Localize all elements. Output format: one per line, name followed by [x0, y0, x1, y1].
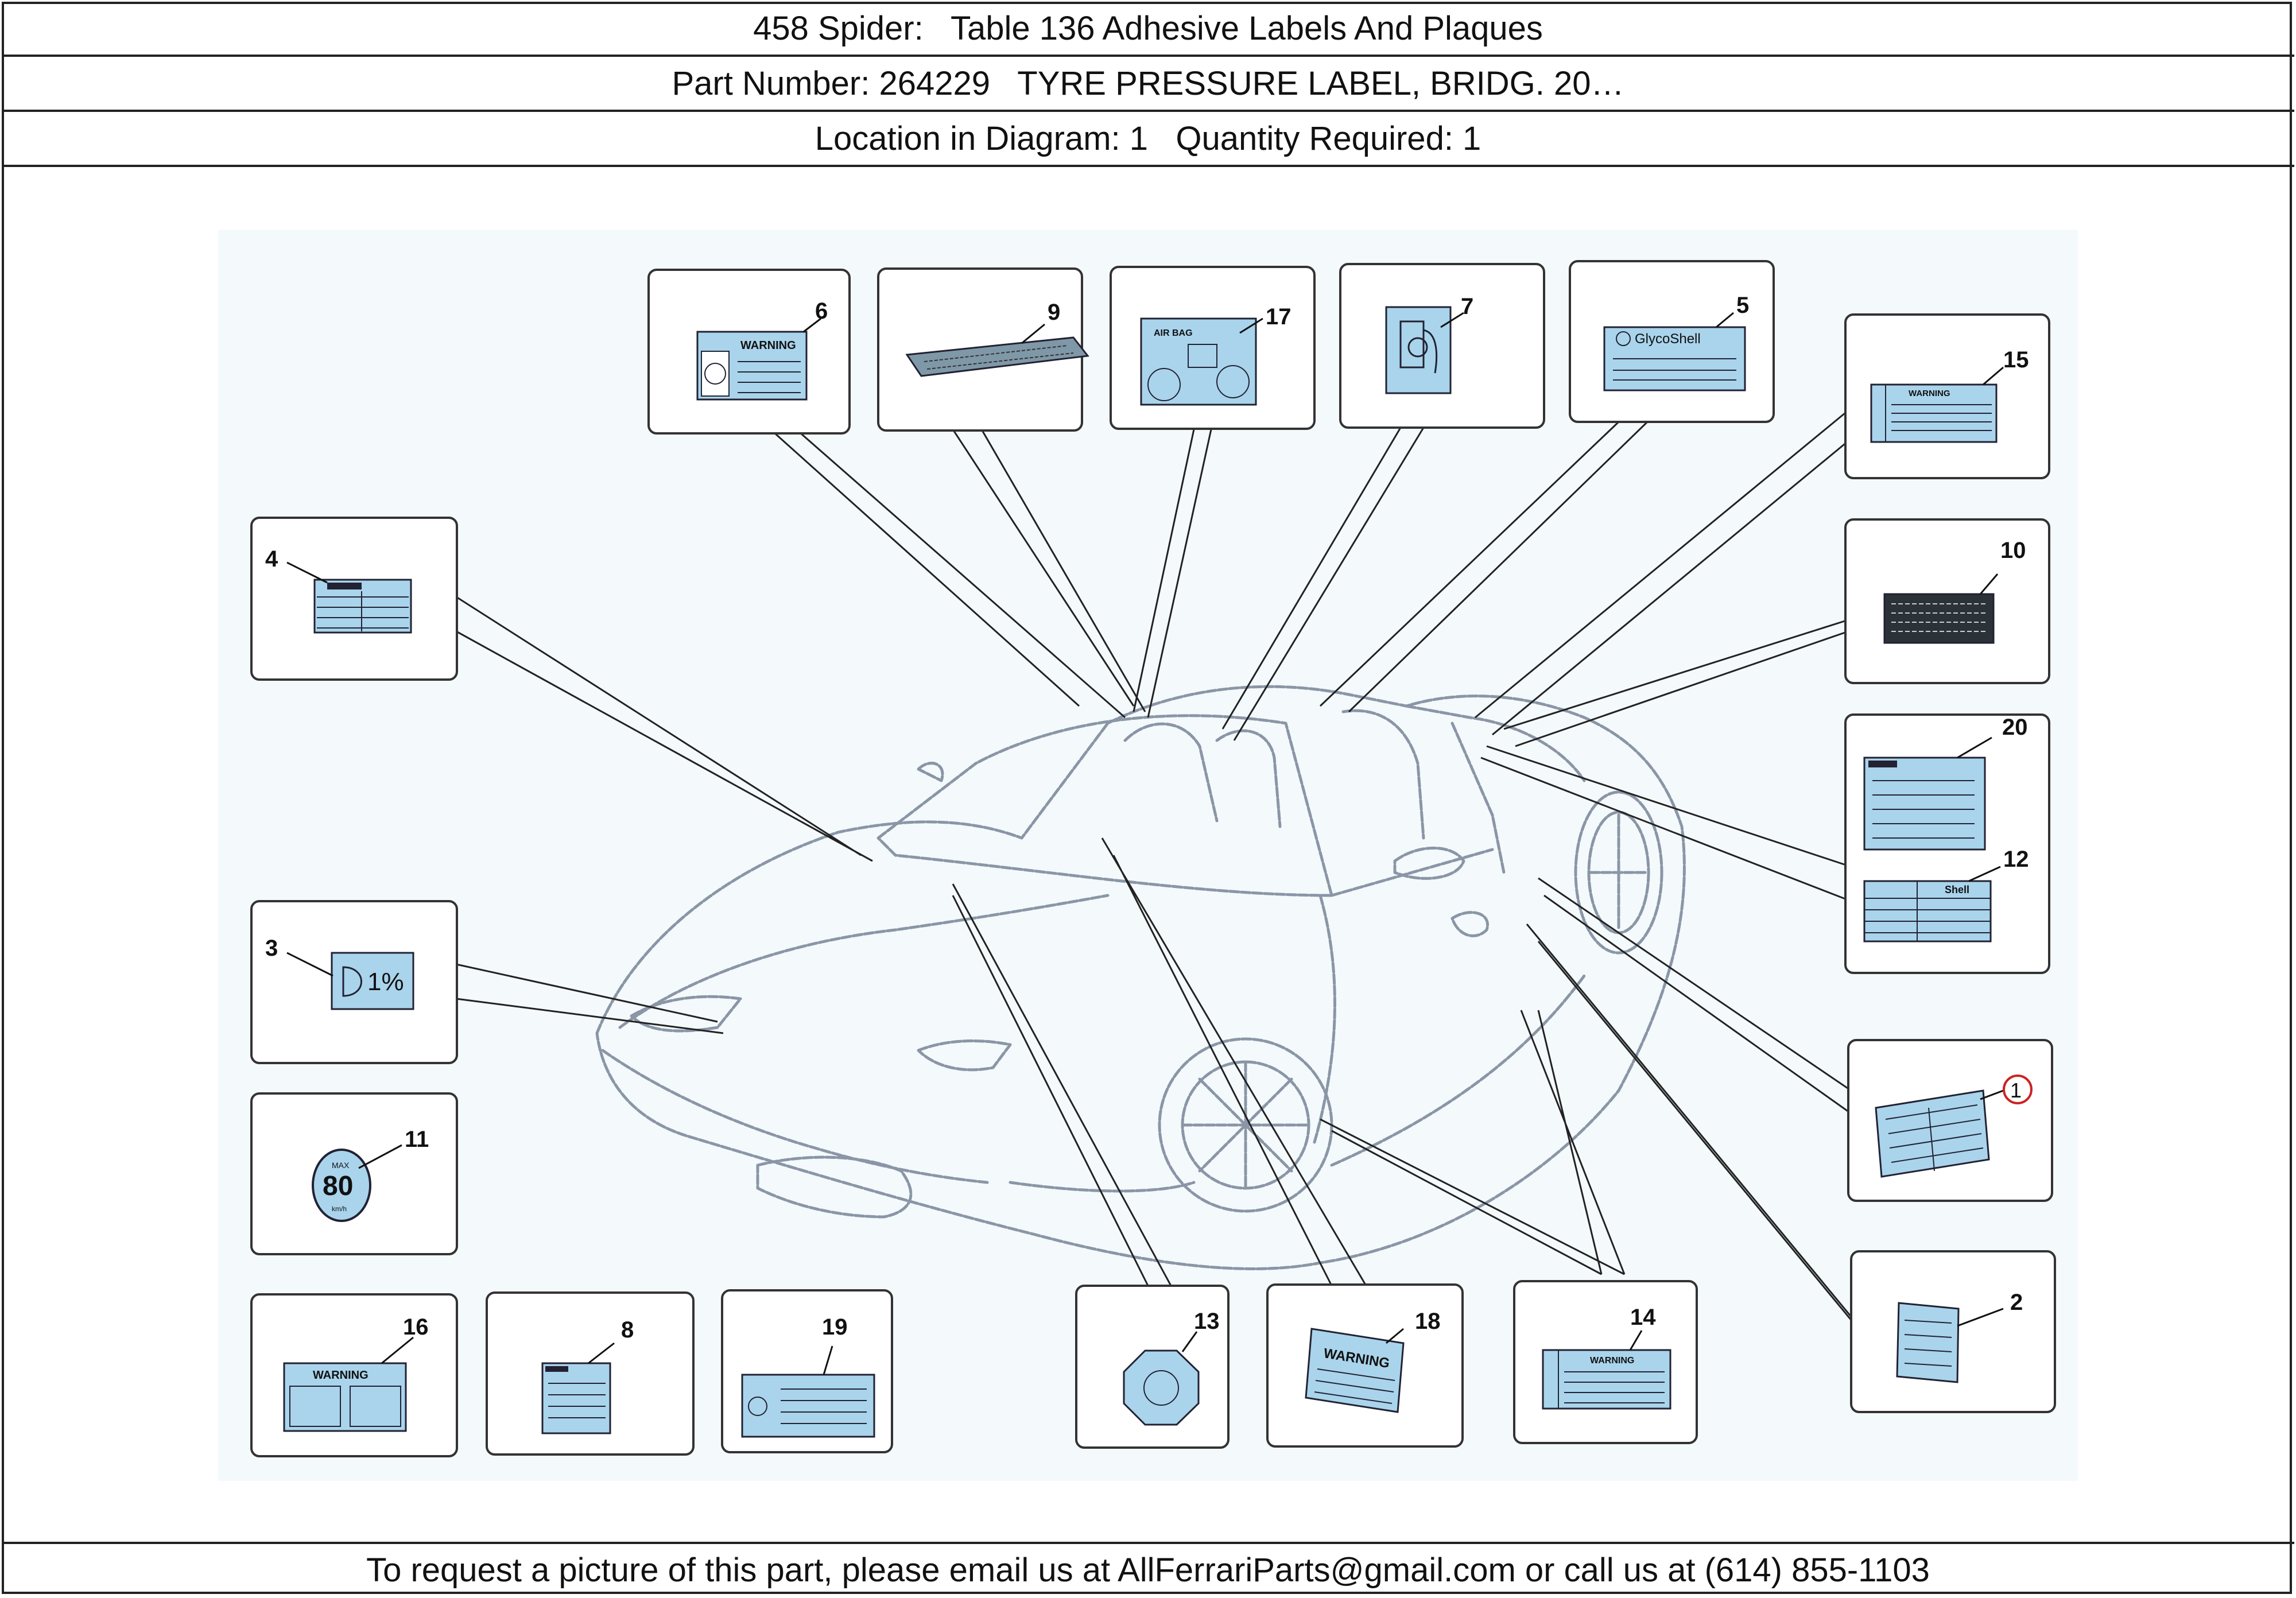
label-11-max: MAX: [332, 1161, 350, 1170]
callout-number-19: 19: [822, 1314, 848, 1340]
label-15-text: WARNING: [1909, 389, 1950, 398]
callout-number-10: 10: [2000, 538, 2026, 563]
callout-number-3: 3: [265, 936, 278, 961]
label-14: [1542, 1349, 1671, 1410]
contact-footer: To request a picture of this part, pleas…: [2, 1542, 2294, 1596]
callout-numbers: 1 2 3 4 5 6 7 8 9 10 11 12 13 14 15 16 1…: [265, 293, 2033, 1375]
callout-1-highlight-circle: [2003, 1075, 2033, 1104]
callout-number-4: 4: [265, 546, 278, 572]
callout-number-14: 14: [1630, 1305, 1656, 1330]
callout-number-1: 1: [2010, 1079, 2022, 1102]
callout-number-16: 16: [403, 1314, 429, 1340]
callout-number-9: 9: [1048, 300, 1060, 325]
callout-number-6: 6: [815, 298, 828, 324]
page-title: 458 Spider: Table 136 Adhesive Labels An…: [2, 2, 2294, 57]
label-19: [741, 1374, 875, 1438]
callout-number-15: 15: [2003, 347, 2029, 373]
label-14-text: WARNING: [1590, 1356, 1634, 1366]
label-3-text: 1%: [367, 968, 404, 996]
label-16-text: WARNING: [313, 1369, 369, 1382]
part-number-line: Part Number: 264229 TYRE PRESSURE LABEL,…: [2, 57, 2294, 112]
callout-number-8: 8: [621, 1317, 634, 1343]
callout-number-13: 13: [1194, 1309, 1220, 1334]
callout-number-11: 11: [405, 1127, 429, 1152]
label-10: [1883, 593, 1995, 644]
leader-lines: [456, 409, 1867, 1338]
label-icons: WARNING AIR BAG GlycoShell WARNING: [283, 306, 1998, 1438]
label-13: [1123, 1349, 1200, 1426]
label-5-text: GlycoShell: [1635, 331, 1701, 347]
label-11: [312, 1149, 371, 1222]
label-6-text: WARNING: [740, 339, 796, 352]
callout-number-5: 5: [1736, 293, 1749, 318]
callout-number-17: 17: [1266, 304, 1292, 329]
label-12-text: Shell: [1945, 884, 1969, 895]
label-16: [283, 1362, 407, 1432]
car-outline: [595, 685, 1686, 1270]
label-20: [1863, 757, 1986, 851]
label-9: [905, 336, 1089, 377]
label-8: [541, 1362, 611, 1434]
label-1: [1875, 1089, 1990, 1178]
label-2: [1896, 1302, 1960, 1383]
callout-number-7: 7: [1461, 294, 1473, 319]
callout-number-18: 18: [1415, 1309, 1441, 1334]
label-18: [1305, 1328, 1405, 1413]
callout-number-12: 12: [2003, 847, 2029, 872]
label-3: [331, 952, 414, 1010]
label-17: [1140, 317, 1257, 406]
label-7: [1385, 306, 1452, 394]
location-line: Location in Diagram: 1 Quantity Required…: [2, 112, 2294, 167]
diagram-background: [218, 230, 2078, 1481]
label-17-text: AIR BAG: [1154, 328, 1193, 338]
callout-number-20: 20: [2002, 715, 2028, 740]
label-11-speed: 80: [323, 1171, 353, 1201]
label-12: [1863, 880, 1992, 942]
label-11-kmh: km/h: [332, 1205, 347, 1213]
callout-number-2: 2: [2010, 1290, 2023, 1315]
